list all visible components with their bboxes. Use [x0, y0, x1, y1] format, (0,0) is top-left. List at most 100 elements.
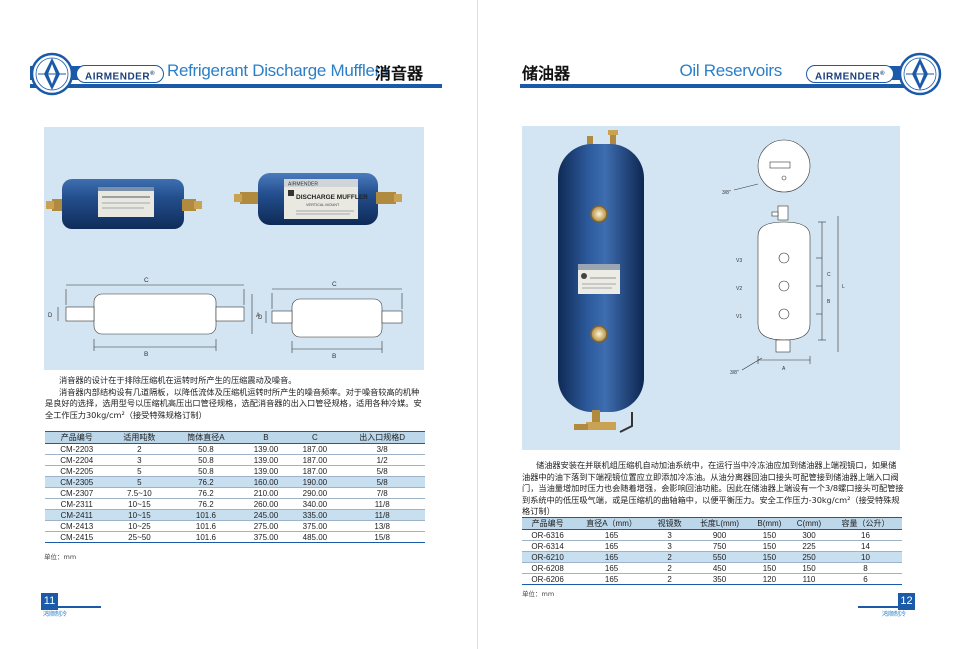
column-header: B [241, 431, 291, 444]
paragraph: 消音器的设计在于排除压缩机在运转时所产生的压缩震动及噪音。 [59, 375, 297, 385]
right-header: AIRMENDER® Oil Reservoirs 储油器 [520, 52, 942, 96]
column-header: 直径A（mm） [573, 517, 650, 530]
reservoir-spec-table: 产品编号 直径A（mm） 视镜数 长度L(mm) B(mm) C(mm) 容量（… [522, 517, 902, 585]
footer-brand: 鸿顺制冷 [43, 611, 68, 618]
dim-c2-label: C [332, 281, 337, 288]
left-page: AIRMENDER® Refrigerant Discharge Muffler… [30, 52, 442, 618]
table-cell: 340.00 [290, 498, 340, 510]
table-cell: 210.00 [241, 487, 291, 499]
reservoir-figure: 3/8" V3 V2 V1 C B L A 3/8" [558, 130, 845, 433]
label-sub: VERTICAL MOUNT [306, 203, 340, 207]
column-header: B(mm) [749, 517, 790, 530]
table-cell: 375.00 [241, 531, 291, 543]
table-cell: 165 [573, 562, 650, 574]
table-cell: 76.2 [170, 487, 242, 499]
column-header: C [290, 431, 340, 444]
brand-name: AIRMENDER® [76, 65, 164, 83]
column-header: 筒体直径A [170, 431, 242, 444]
table-cell: 139.00 [241, 443, 291, 455]
table-cell: 7.5~10 [108, 487, 171, 499]
table-header-row: 产品编号 直径A（mm） 视镜数 长度L(mm) B(mm) C(mm) 容量（… [522, 517, 902, 530]
table-cell: 50.8 [170, 443, 242, 455]
table-cell: 11/8 [339, 509, 425, 521]
table-cell: CM-2415 [45, 531, 109, 543]
table-cell: CM-2203 [45, 443, 109, 455]
table-cell: 300 [789, 529, 829, 541]
table-cell: 101.6 [170, 520, 242, 532]
muffler-description: 消音器的设计在于排除压缩机在运转时所产生的压缩震动及噪音。 消音器内部结构设有几… [45, 375, 427, 421]
table-cell: 750 [689, 540, 750, 552]
footer-brand: 鸿顺制冷 [882, 611, 907, 618]
dim-d-label: D [48, 313, 53, 319]
table-cell: 120 [749, 573, 790, 585]
table-cell: 3/8 [339, 443, 425, 455]
dim-c-label: C [144, 277, 149, 284]
dim-l-label: L [842, 284, 845, 290]
table-cell: 3 [649, 529, 690, 541]
label-title: DISCHARGE MUFFLER [296, 194, 368, 201]
paragraph: 储油器安装在并联机组压缩机自动加油系统中，在运行当中冷冻油应加到储油器上端视镜口… [522, 460, 904, 517]
paragraph: 消音器内部结构设有几道隔板，以降低流体及压缩机运转时所产生的噪音频率。对于噪音较… [45, 386, 422, 420]
table-cell: 165 [573, 551, 650, 563]
page-number: 12 [898, 593, 915, 610]
table-cell: 25~50 [108, 531, 171, 543]
table-cell: OR-6206 [522, 573, 574, 585]
table-cell: 165 [573, 529, 650, 541]
brand-name: AIRMENDER® [806, 65, 894, 83]
brand-emblem-icon [898, 52, 942, 96]
table-cell: 3 [108, 454, 171, 466]
table-cell: 260.00 [241, 498, 291, 510]
muffler-figure-panel: AIRMENDER DISCHARGE MUFFLER VERTICAL MOU… [44, 127, 424, 370]
table-cell: 13/8 [339, 520, 425, 532]
table-cell: 1/2 [339, 454, 425, 466]
left-header: AIRMENDER® Refrigerant Discharge Muffler… [30, 52, 442, 96]
table-cell: 2 [649, 573, 690, 585]
table-cell: CM-2311 [45, 498, 109, 510]
footer-rule [41, 606, 101, 608]
table-cell: 225 [789, 540, 829, 552]
fitting-top-label: 3/8" [722, 190, 731, 196]
page-title-en: Oil Reservoirs [679, 61, 782, 80]
table-cell: 150 [749, 562, 790, 574]
table-cell: 139.00 [241, 465, 291, 477]
table-cell: 10~15 [108, 498, 171, 510]
table-cell: 50.8 [170, 454, 242, 466]
column-header: 产品编号 [522, 517, 574, 530]
table-cell: 187.00 [290, 443, 340, 455]
column-header: 视镜数 [649, 517, 690, 530]
page-title-cn: 消音器 [375, 64, 424, 83]
page-title-en: Refrigerant Discharge Mufflers [167, 61, 389, 80]
table-cell: 6 [828, 573, 902, 585]
table-cell: 2 [108, 443, 171, 455]
table-cell: 5/8 [339, 465, 425, 477]
brand-emblem-icon [30, 52, 74, 96]
table-cell: CM-2411 [45, 509, 109, 521]
table-cell: 10~25 [108, 520, 171, 532]
table-cell: 101.6 [170, 509, 242, 521]
muffler-drawing-2 [265, 288, 403, 353]
table-cell: 7/8 [339, 487, 425, 499]
table-cell: 290.00 [290, 487, 340, 499]
column-header: 容量（公升） [828, 517, 902, 530]
muffler-figure: AIRMENDER DISCHARGE MUFFLER VERTICAL MOU… [46, 173, 403, 360]
table-cell: 485.00 [290, 531, 340, 543]
dim-b2-label: B [332, 353, 336, 360]
table-cell: 76.2 [170, 498, 242, 510]
v1-label: V1 [736, 314, 742, 320]
table-cell: 350 [689, 573, 750, 585]
table-cell: 375.00 [290, 520, 340, 532]
unit-note: 单位：mm [522, 590, 555, 598]
v2-label: V2 [736, 286, 742, 292]
table-cell: 76.2 [170, 476, 242, 488]
table-cell: 187.00 [290, 465, 340, 477]
header-rule [520, 84, 932, 88]
muffler-photo-large: AIRMENDER DISCHARGE MUFFLER VERTICAL MOU… [234, 173, 402, 225]
